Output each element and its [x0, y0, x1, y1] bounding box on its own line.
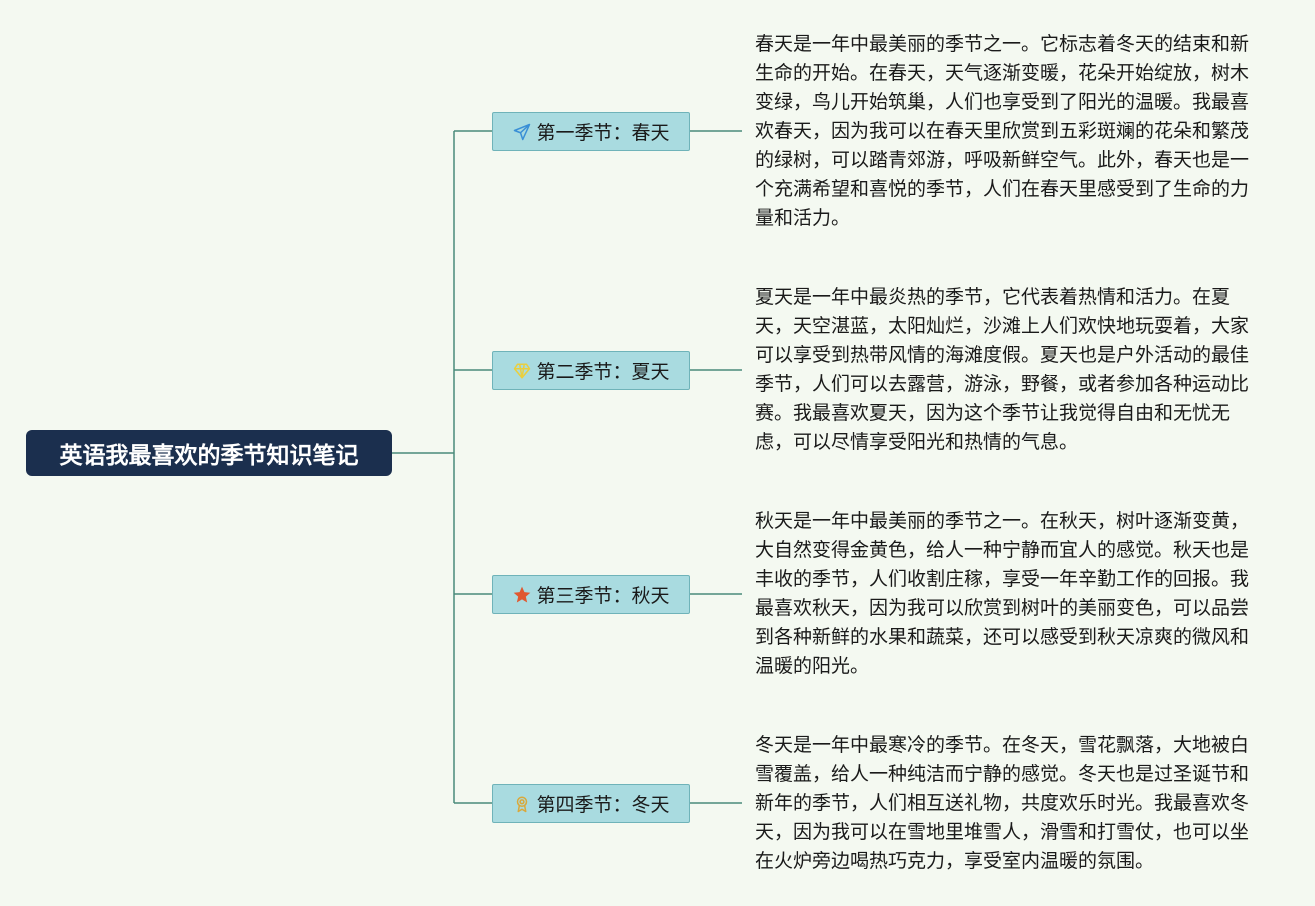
- branch-spring[interactable]: 第一季节：春天: [492, 112, 690, 151]
- branch-autumn[interactable]: 第三季节：秋天: [492, 575, 690, 614]
- branch-summer[interactable]: 第二季节：夏天: [492, 351, 690, 390]
- root-topic-label: 英语我最喜欢的季节知识笔记: [59, 443, 359, 469]
- branch-autumn-label: 第三季节：秋天: [536, 585, 670, 607]
- note-summer: 夏天是一年中最炎热的季节，它代表着热情和活力。在夏天，天空湛蓝，太阳灿烂，沙滩上…: [755, 286, 1250, 453]
- branch-winter[interactable]: 第四季节：冬天: [492, 784, 690, 823]
- root-topic[interactable]: 英语我最喜欢的季节知识笔记: [26, 430, 392, 476]
- branch-summer-label: 第二季节：夏天: [536, 361, 670, 383]
- note-spring: 春天是一年中最美丽的季节之一。它标志着冬天的结束和新生命的开始。在春天，天气逐渐…: [755, 33, 1250, 229]
- note-winter: 冬天是一年中最寒冷的季节。在冬天，雪花飘落，大地被白雪覆盖，给人一种纯洁而宁静的…: [755, 734, 1250, 872]
- branch-spring-label: 第一季节：春天: [536, 122, 670, 144]
- paper-plane-icon: [512, 122, 532, 142]
- award-icon: [512, 794, 532, 814]
- branch-winter-label: 第四季节：冬天: [536, 794, 670, 816]
- diamond-icon: [512, 361, 532, 381]
- star-icon: [512, 585, 532, 605]
- note-autumn: 秋天是一年中最美丽的季节之一。在秋天，树叶逐渐变黄，大自然变得金黄色，给人一种宁…: [755, 510, 1250, 677]
